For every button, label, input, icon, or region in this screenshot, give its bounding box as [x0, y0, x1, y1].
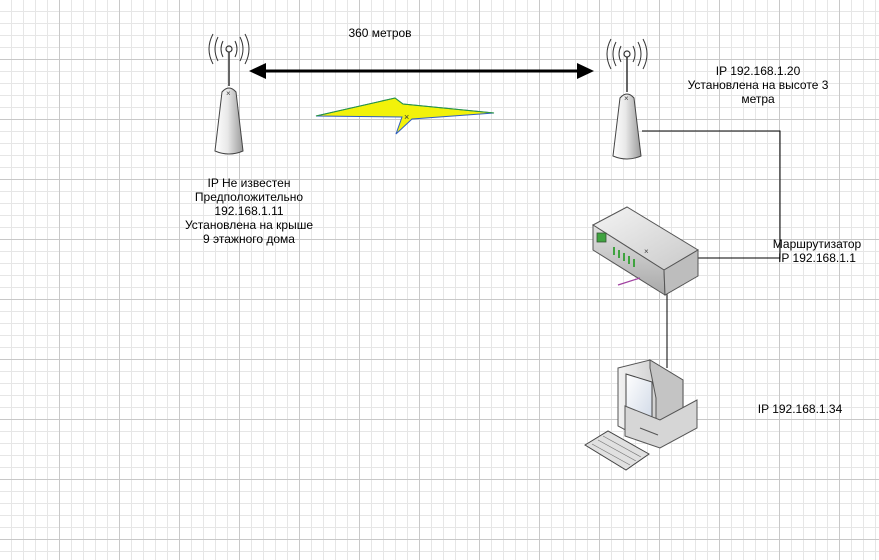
remote-antenna-label: IP Не известен Предположительно 192.168.… — [184, 176, 314, 246]
svg-text:×: × — [644, 247, 649, 256]
local-antenna-label: IP 192.168.1.20 Установлена на высоте 3 … — [687, 64, 829, 106]
distance-arrow — [249, 63, 594, 79]
remote-antenna-icon: × — [208, 33, 250, 155]
computer-label: IP 192.168.1.34 — [757, 402, 843, 416]
distance-label: 360 метров — [348, 26, 412, 40]
router-icon: × — [592, 206, 699, 296]
svg-text:×: × — [404, 112, 409, 122]
wireless-link-lightning-icon: × — [315, 97, 495, 135]
computer-icon — [584, 359, 698, 471]
svg-text:×: × — [226, 89, 231, 98]
cable-antenna-router — [642, 130, 781, 259]
svg-text:×: × — [624, 94, 629, 103]
local-antenna-icon: × — [606, 38, 648, 160]
router-label: Маршрутизатор IP 192.168.1.1 — [772, 237, 862, 265]
